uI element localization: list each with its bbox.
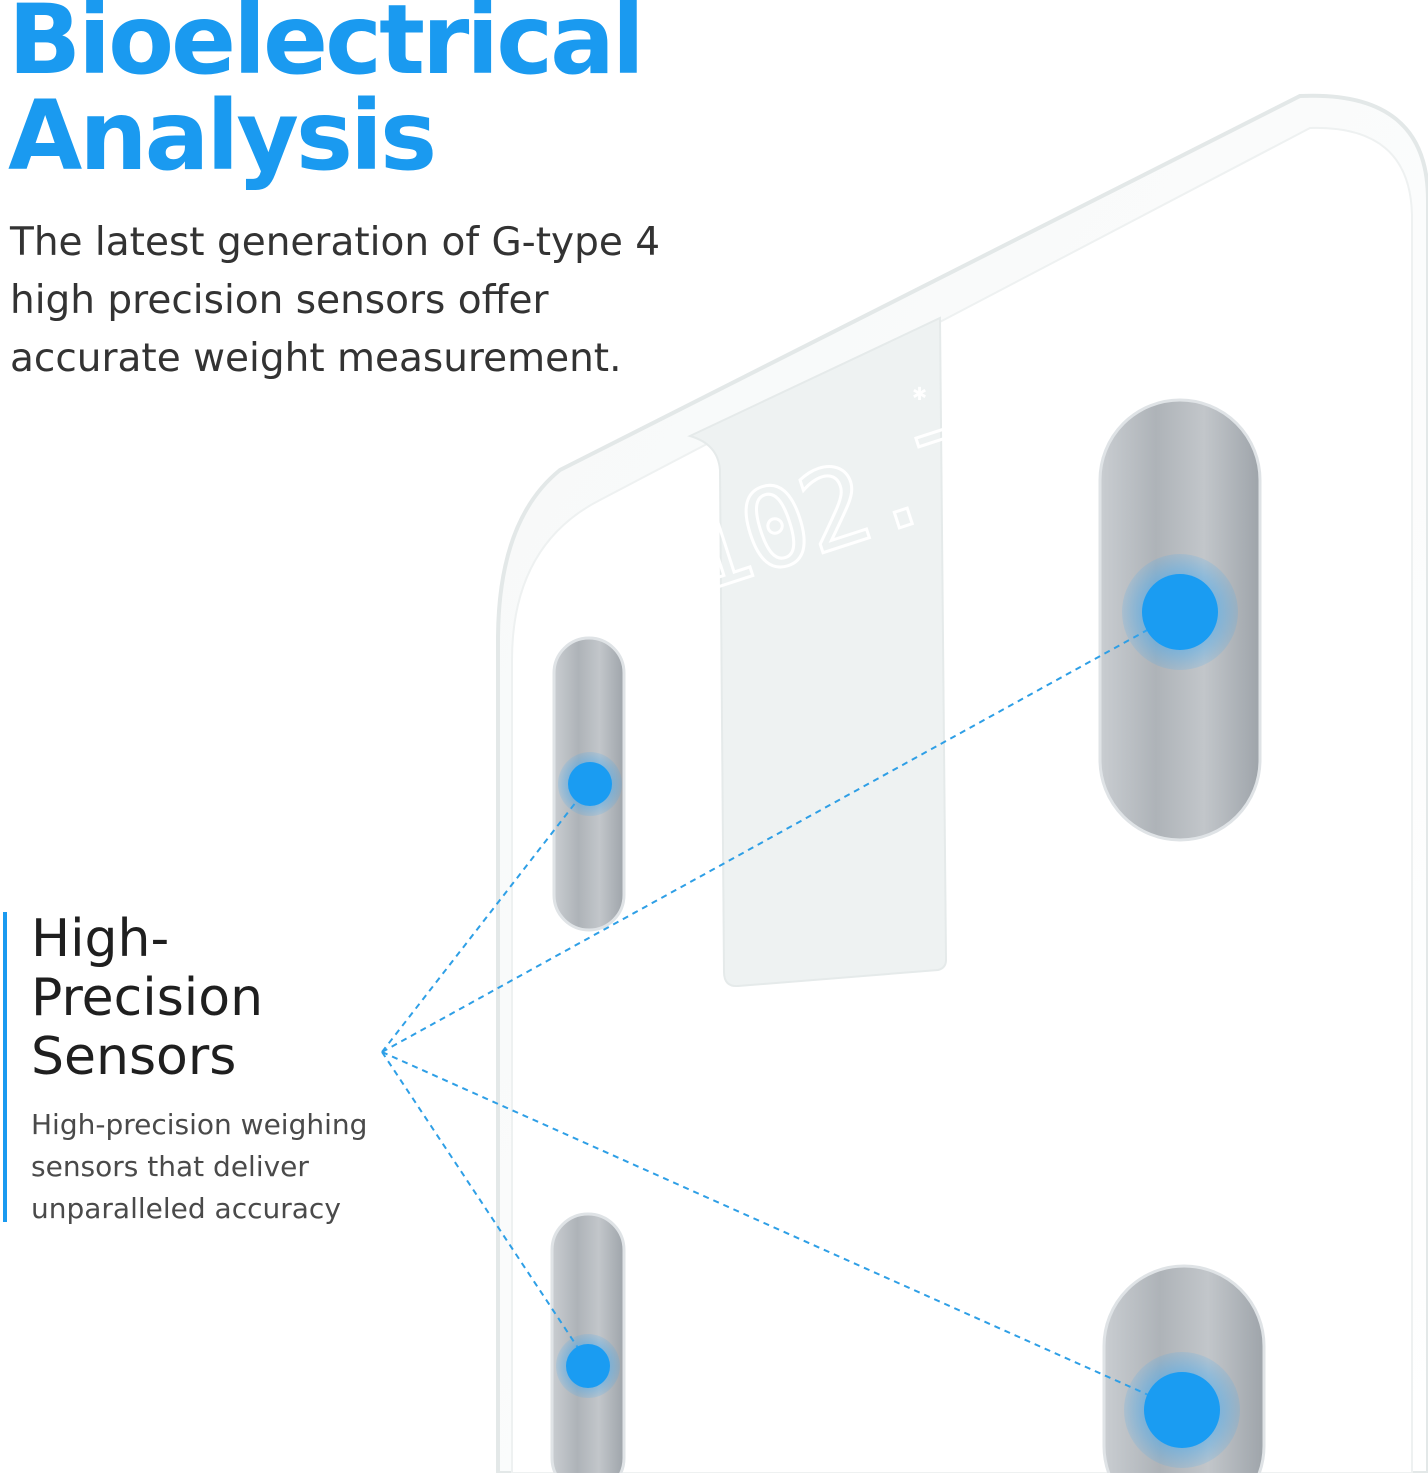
sensor-dot-top-right	[1122, 554, 1238, 670]
intro-line-3: accurate weight measurement.	[10, 336, 622, 381]
feature-title-line-1: High-	[31, 909, 170, 969]
feature-desc-line-1: High-precision weighing	[31, 1108, 368, 1141]
intro-text: The latest generation of G-type 4 high p…	[10, 214, 730, 388]
sensor-dot-bottom-left	[556, 1334, 620, 1398]
feature-title-line-3: Sensors	[31, 1027, 237, 1087]
bluetooth-icon: ✱	[912, 384, 927, 405]
feature-title-line-2: Precision	[31, 968, 264, 1028]
sensor-dot-bottom-right	[1124, 1352, 1240, 1468]
feature-desc-line-2: sensors that deliver	[31, 1150, 309, 1183]
feature-callout: High- Precision Sensors High-precision w…	[3, 910, 427, 1225]
display-panel	[687, 316, 948, 988]
feature-title: High- Precision Sensors	[31, 910, 263, 1087]
feature-description: High-precision weighing sensors that del…	[31, 1104, 367, 1230]
sensor-dot-top-left	[558, 752, 622, 816]
intro-line-1: The latest generation of G-type 4	[10, 220, 661, 265]
headline: Bioelectrical Analysis	[8, 0, 645, 192]
headline-line-1: Bioelectrical	[8, 0, 645, 96]
feature-desc-line-3: unparalleled accuracy	[31, 1192, 341, 1225]
intro-line-2: high precision sensors offer	[10, 278, 549, 323]
connector-lines	[381, 611, 1183, 1411]
headline-line-2: Analysis	[8, 80, 437, 192]
